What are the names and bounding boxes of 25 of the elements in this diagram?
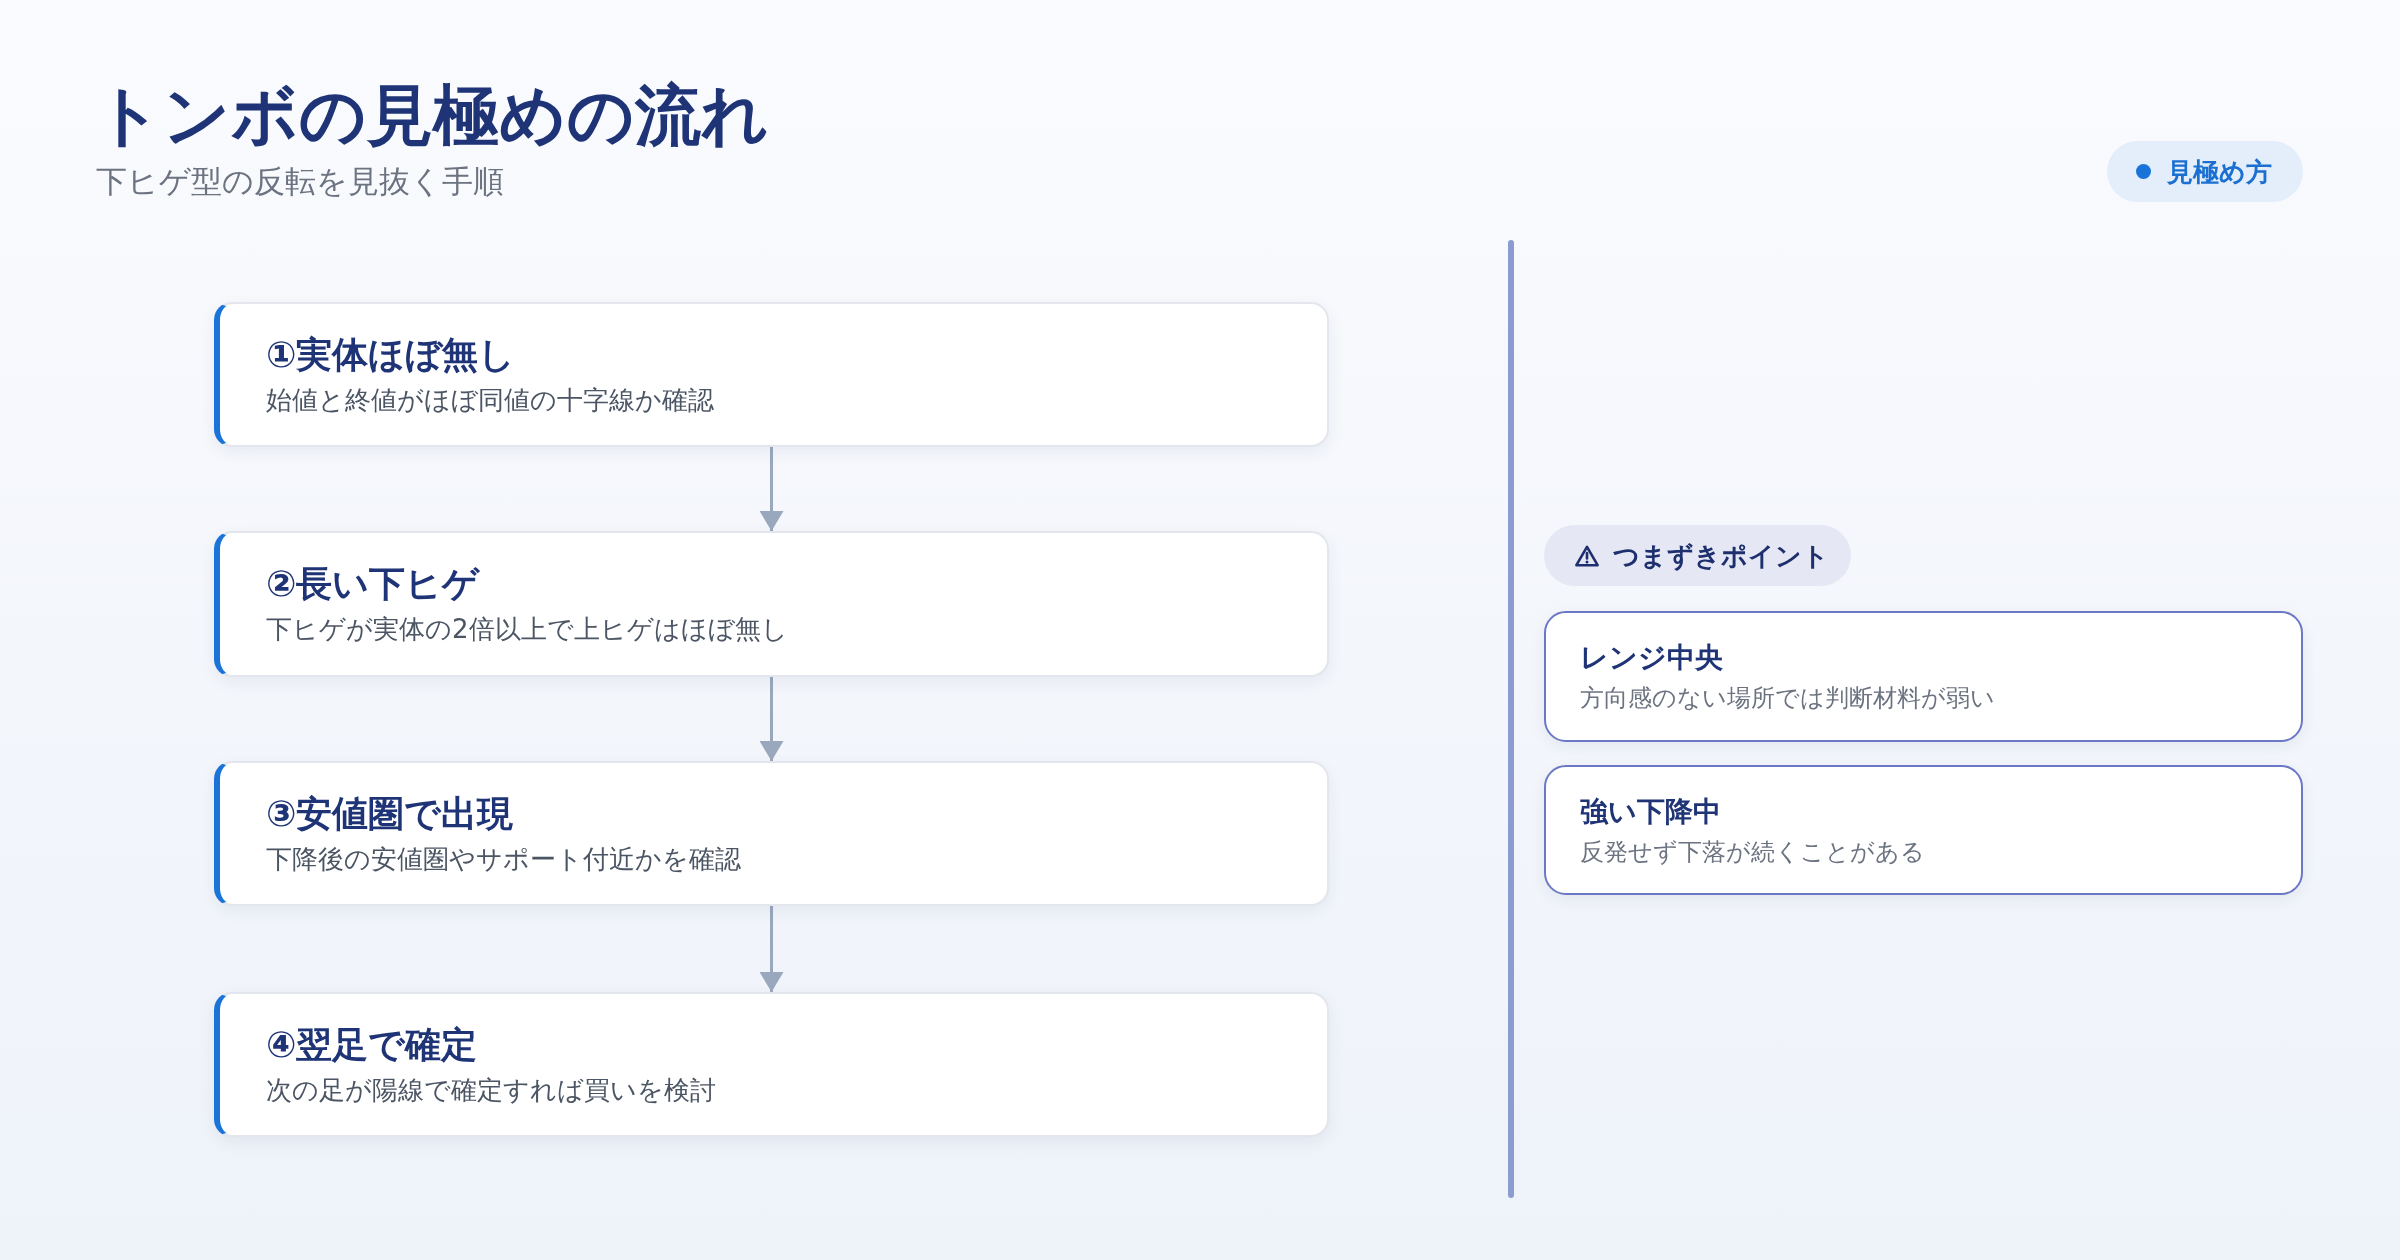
title: トンボの見極めの流れ [95,78,769,154]
arrow [759,447,784,531]
warning-title: 強い下降中 [1580,794,1721,830]
arrow [759,677,784,761]
step-description: 下ヒゲが実体の2倍以上で上ヒゲはほぼ無し [266,613,788,646]
warning-title: レンジ中央 [1580,640,1723,676]
step-card [214,531,1329,677]
step-title: ①実体ほぼ無し [266,333,516,377]
section-heading: つまずきポイント [1613,539,1829,573]
step-card [214,302,1329,447]
tag-text: 見極め方 [2167,155,2272,189]
warning-card [1544,765,2303,895]
step-title: ②長い下ヒゲ [266,562,480,606]
step-card [214,761,1329,906]
warning-description: 方向感のない場所では判断材料が弱い [1580,683,1995,714]
warning-card [1544,611,2303,742]
subtitle: 下ヒゲ型の反転を見抜く手順 [96,162,504,200]
step-description: 次の足が陽線で確定すれば買いを検討 [266,1074,716,1107]
arrow [759,906,784,992]
step-card [214,992,1329,1137]
step-title: ④翌足で確定 [266,1023,478,1067]
step-description: 始値と終値がほぼ同値の十字線か確認 [266,384,714,417]
step-title: ③安値圏で出現 [266,792,514,836]
warning-description: 反発せず下落が続くことがある [1580,837,1925,868]
step-description: 下降後の安値圏やサポート付近かを確認 [266,843,741,876]
